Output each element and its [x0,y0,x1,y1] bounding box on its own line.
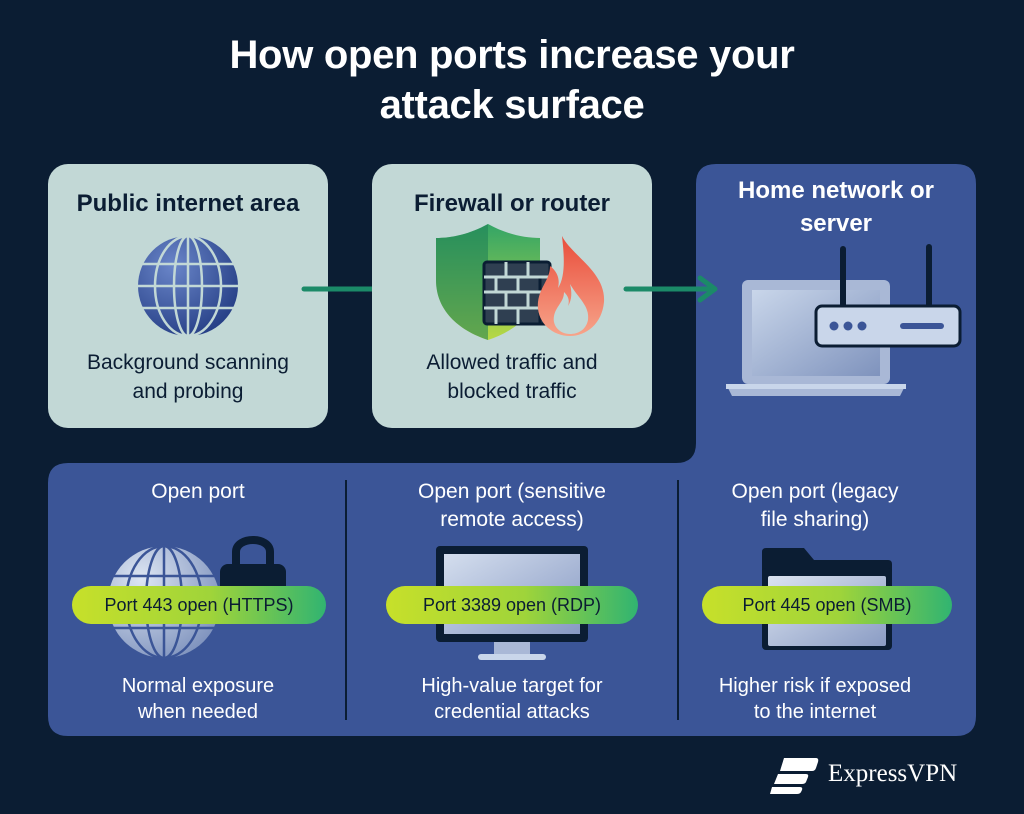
port-col-1-desc: Normal exposure when needed [53,673,343,725]
port-col-1-desc-line-1: Normal exposure [121,675,275,697]
firewall-title: Firewall or router [413,190,611,217]
port-col-2-desc: High-value target for credential attacks [367,673,657,725]
page-title-line-2: attack surface [379,83,645,127]
globe-icon [138,234,238,338]
brand-name: ExpressVPN [828,760,958,787]
port-col-2-title-line-1: Open port (sensitive [418,480,606,503]
port-col-3-title-line-1: Open port (legacy [731,480,899,503]
home-network-title: Home network or server [696,174,976,240]
shield-firewall-icon [436,224,605,340]
port-col-3-desc-line-2: to the internet [753,701,877,723]
port-col-1-desc-line-2: when needed [137,701,259,723]
home-network-title-line-1: Home network or [737,177,935,204]
public-internet-title: Public internet area [76,190,300,217]
expressvpn-logo-icon [770,758,819,794]
firewall-desc-line-1: Allowed traffic and [426,351,598,374]
port-col-3-title-line-2: file sharing) [760,508,870,531]
port-col-3-desc-line-1: Higher risk if exposed [718,675,912,697]
home-network-title-line-2: server [799,210,873,237]
column-divider-1 [345,480,347,720]
port-col-2-desc-line-2: credential attacks [434,701,590,723]
public-internet-desc-line-2: and probing [132,380,244,403]
port-col-3-title: Open port (legacy file sharing) [670,478,960,534]
public-internet-desc-line-1: Background scanning [87,351,289,374]
column-divider-2 [677,480,679,720]
public-internet-desc: Background scanning and probing [48,348,328,406]
port-3389-pill: Port 3389 open (RDP) [386,586,638,624]
port-col-1-title: Open port [53,478,343,506]
port-col-2-title: Open port (sensitive remote access) [367,478,657,534]
port-col-3-desc: Higher risk if exposed to the internet [670,673,960,725]
port-col-1-title-line-1: Open port [151,480,245,503]
port-col-2-title-line-2: remote access) [440,508,584,531]
laptop-router-icon [726,244,962,396]
port-col-2-desc-line-1: High-value target for [421,675,603,697]
page-title: How open ports increase your attack surf… [0,30,1024,130]
page-title-line-1: How open ports increase your [229,33,795,77]
arrow-right-icon-2 [623,275,718,303]
port-445-pill: Port 445 open (SMB) [702,586,952,624]
firewall-desc: Allowed traffic and blocked traffic [372,348,652,406]
port-443-pill: Port 443 open (HTTPS) [72,586,326,624]
firewall-desc-line-2: blocked traffic [447,380,577,403]
